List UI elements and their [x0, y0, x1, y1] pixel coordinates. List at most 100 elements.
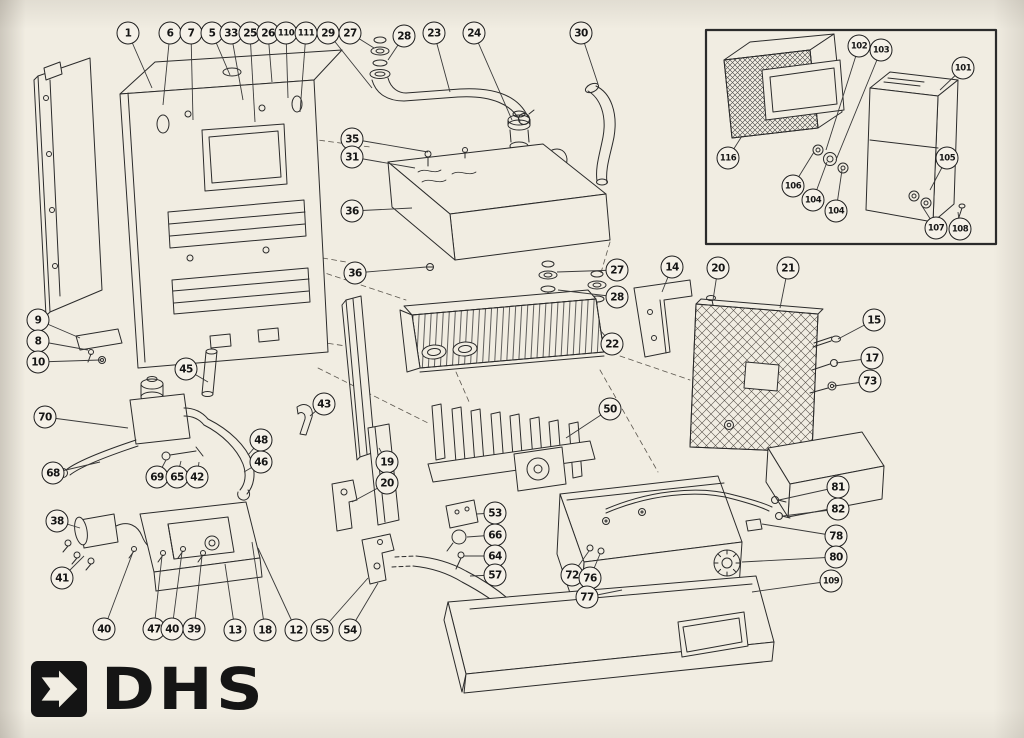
callout-18: 18: [253, 618, 277, 642]
callout-1: 1: [116, 21, 140, 45]
callout-31: 31: [340, 145, 364, 169]
callout-6: 6: [158, 21, 182, 45]
callout-30: 30: [569, 21, 593, 45]
callout-15: 15: [862, 308, 886, 332]
callout-35: 35: [340, 127, 364, 151]
pump-assembly: [62, 513, 160, 571]
leader-line-36: [354, 266, 427, 274]
callout-22: 22: [600, 332, 624, 356]
leader-line-12: [257, 547, 297, 631]
callout-101: 101: [951, 56, 975, 80]
callout-102: 102: [847, 34, 871, 58]
callout-8: 8: [26, 329, 50, 353]
leader-line-7: [190, 32, 194, 121]
dhs-logo-text: DHS: [101, 655, 267, 723]
callout-103: 103: [869, 38, 893, 62]
callout-28: 28: [392, 24, 416, 48]
callout-111: 111: [294, 21, 318, 45]
callout-82: 82: [826, 497, 850, 521]
callout-28: 28: [605, 285, 629, 309]
callout-64: 64: [483, 544, 507, 568]
dhs-logo-mark-icon: [30, 660, 88, 718]
callout-25: 25: [238, 21, 262, 45]
top-hose-assembly: [369, 36, 535, 125]
callout-24: 24: [462, 21, 486, 45]
leader-line-25: [249, 32, 256, 123]
callout-77: 77: [575, 585, 599, 609]
callout-108: 108: [948, 217, 972, 241]
callout-27: 27: [338, 21, 362, 45]
callout-73: 73: [858, 369, 882, 393]
callout-70: 70: [33, 405, 57, 429]
leader-line-111: [299, 32, 307, 113]
callout-54: 54: [338, 618, 362, 642]
leader-line-102: [825, 45, 860, 151]
callout-104: 104: [824, 199, 848, 223]
callout-46: 46: [249, 450, 273, 474]
callout-40: 40: [160, 617, 184, 641]
callout-14: 14: [660, 255, 684, 279]
leader-line-29: [327, 32, 373, 89]
leader-line-18: [251, 541, 266, 631]
callout-55: 55: [310, 618, 334, 642]
leader-line-6: [162, 32, 171, 106]
leader-line-40: [103, 551, 134, 630]
callout-109: 109: [819, 569, 843, 593]
callout-13: 13: [223, 618, 247, 642]
callout-80: 80: [824, 545, 848, 569]
callout-9: 9: [26, 308, 50, 332]
callout-72: 72: [560, 563, 584, 587]
callout-81: 81: [826, 475, 850, 499]
callout-69: 69: [145, 465, 169, 489]
mounting-plate: [128, 501, 263, 592]
callout-104: 104: [801, 188, 825, 212]
inset-blower-housing: [723, 33, 849, 174]
leader-line-35: [351, 138, 429, 153]
inset-box: [704, 28, 998, 246]
leader-line-103: [835, 49, 882, 161]
callout-10: 10: [26, 350, 50, 374]
callout-23: 23: [422, 21, 446, 45]
callout-48: 48: [249, 428, 273, 452]
callout-107: 107: [924, 216, 948, 240]
finned-element: [427, 403, 596, 492]
callout-12: 12: [284, 618, 308, 642]
callout-116: 116: [716, 146, 740, 170]
leader-line-109: [751, 580, 832, 593]
bottom-housing: [443, 575, 775, 694]
leader-line-70: [44, 416, 129, 429]
callout-105: 105: [935, 146, 959, 170]
insulation-panel: [689, 298, 824, 453]
dhs-logo: DHS: [30, 660, 263, 718]
hose-brackets: [361, 499, 519, 614]
leader-line-78: [761, 523, 837, 537]
callout-20: 20: [375, 471, 399, 495]
callout-78: 78: [824, 524, 848, 548]
leader-line-24: [473, 32, 513, 121]
heater-core: [399, 289, 605, 373]
callout-66: 66: [483, 523, 507, 547]
callout-7: 7: [179, 21, 203, 45]
callout-17: 17: [860, 346, 884, 370]
leader-line-47: [153, 555, 163, 630]
callout-45: 45: [174, 357, 198, 381]
callout-106: 106: [781, 174, 805, 198]
leader-line-80: [741, 556, 837, 563]
callout-68: 68: [41, 461, 65, 485]
water-valve-assembly: [58, 376, 255, 501]
callout-43: 43: [312, 392, 336, 416]
leader-line-40: [171, 551, 183, 630]
callout-20: 20: [706, 256, 730, 280]
callout-53: 53: [483, 501, 507, 525]
callout-47: 47: [142, 617, 166, 641]
callout-29: 29: [316, 21, 340, 45]
callout-21: 21: [776, 256, 800, 280]
callout-65: 65: [165, 465, 189, 489]
callout-40: 40: [92, 617, 116, 641]
callout-19: 19: [375, 450, 399, 474]
left-flange-panel: [33, 57, 103, 317]
